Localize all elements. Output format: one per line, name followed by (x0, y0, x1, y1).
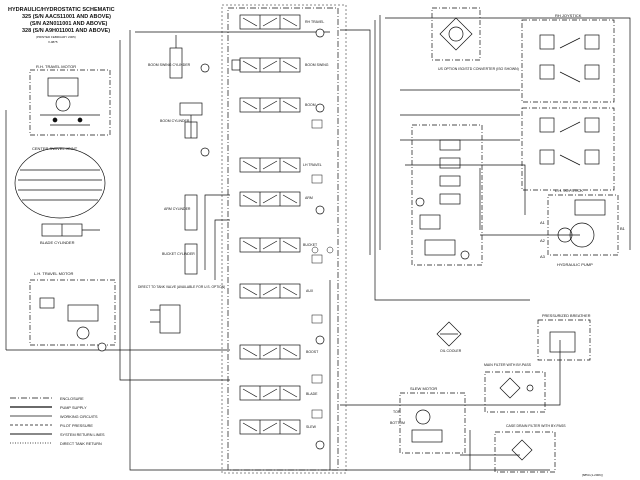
boom-swing-cylinder: BOOM SWING CYLINDER (148, 35, 210, 79)
legend-item: DIRECT TANK RETURN (60, 442, 102, 446)
legend-item: PILOT PRESSURE (60, 424, 93, 428)
direct-tank-label: DIRECT TO TANK VALVE (AVAILABLE FOR U.S.… (138, 285, 225, 289)
bucket-cylinder: BUCKET CYLINDER (162, 243, 198, 275)
valve-section-slew: SLEW (239, 419, 325, 450)
valve-section-boom-swing: BOOM SWING (231, 57, 329, 73)
title-line1: HYDRAULIC/HYDROSTATIC SCHEMATIC (8, 7, 115, 13)
legend-item: ENCLOSURE (60, 397, 84, 401)
valve-section-boom: BOOM (239, 97, 325, 113)
case-drain-filter: CASE DRAIN FILTER WITH BY-PASS (494, 424, 566, 473)
hydraulic-pump: HYDRAULIC PUMP A1 A2 A3 B1 (540, 194, 626, 267)
hydraulic-pump-label: HYDRAULIC PUMP (557, 262, 593, 267)
slew-motor: SLEW MOTOR TOP BOTTOM (390, 386, 466, 454)
rh-travel-motor: R.H. TRAVEL MOTOR (29, 64, 111, 136)
boom-swing-cylinder-label: BOOM SWING CYLINDER (148, 63, 191, 67)
oil-cooler-label: OIL COOLER (440, 349, 462, 353)
rh-joystick: RH JOYSTICK (521, 13, 615, 103)
valve-label-boost: BOOST (306, 350, 319, 354)
slew-bottom-label: BOTTOM (390, 421, 405, 425)
valve-label-boom: BOOM (305, 103, 316, 107)
pressurized-breather-label: PRESSURIZED BREATHER (542, 314, 591, 318)
blade-cylinder-label: BLADE CYLINDER (40, 240, 75, 245)
blade-cylinder: BLADE CYLINDER (40, 223, 100, 245)
iso-std-converter: US OPTION ISO/STD CONVERTER (ISO SHOWN) (431, 7, 519, 71)
pressurized-breather: PRESSURIZED BREATHER (537, 314, 591, 361)
lh-travel-motor-label: L.H. TRAVEL MOTOR (34, 271, 74, 276)
valve-label-aux: AUX (306, 289, 314, 293)
case-drain-label: CASE DRAIN FILTER WITH BY-PASS (506, 424, 566, 428)
valve-section-lh-travel: LH TRAVEL (239, 157, 322, 173)
port-b1: B1 (620, 226, 626, 231)
valve-label-arm: ARM (305, 196, 313, 200)
valve-enclosure (227, 7, 339, 471)
legend-item: WORKING CIRCUITS (60, 415, 98, 419)
title-line4: 328 (S/N A9H011001 AND ABOVE) (22, 28, 110, 34)
arm-cylinder: ARM CYLINDER (164, 194, 198, 231)
lh-travel-motor: L.H. TRAVEL MOTOR (29, 271, 116, 352)
arm-cylinder-label: ARM CYLINDER (164, 207, 191, 211)
valve-section-boost: BOOST (239, 335, 325, 360)
valve-label-rh-travel: RH TRAVEL (305, 20, 324, 24)
legend-item: SYSTEM RETURN LINES (60, 433, 105, 437)
legend: ENCLOSURE PUMP SUPPLY WORKING CIRCUITS P… (10, 397, 105, 446)
valve-section-rh-travel: RH TRAVEL (239, 14, 324, 38)
center-swivel-joint: CENTER SWIVEL JOINT (14, 146, 106, 219)
boom-cylinder: BOOM CYLINDER (160, 102, 210, 157)
bucket-cylinder-label: BUCKET CYLINDER (162, 252, 195, 256)
valve-section-arm: ARM (239, 191, 325, 215)
iso-std-label: US OPTION ISO/STD CONVERTER (ISO SHOWN) (438, 67, 519, 71)
slew-motor-label: SLEW MOTOR (410, 386, 437, 391)
direct-tank-valve: DIRECT TO TANK VALVE (AVAILABLE FOR U.S.… (138, 285, 225, 334)
title-line6: V-0875 (48, 40, 58, 44)
title-line2: 325 (S/N AAC511001 AND ABOVE) (22, 14, 111, 20)
title-line3: (S/N A2N011001 AND ABOVE) (30, 21, 107, 27)
port-a2: A2 (540, 238, 546, 243)
valve-section-bucket: BUCKET (239, 237, 318, 253)
main-filter-label: MAIN FILTER WITH BY-PASS (484, 363, 532, 367)
valve-label-blade: BLADE (306, 392, 318, 396)
lh-joystick-label: L.H. JOYSTICK (555, 188, 583, 193)
rh-travel-motor-label: R.H. TRAVEL MOTOR (36, 64, 76, 69)
valve-label-slew: SLEW (306, 425, 317, 429)
title-line5: (PRINTED FEBRUARY 2005) (36, 35, 76, 39)
legend-item: PUMP SUPPLY (60, 406, 87, 410)
oil-cooler: OIL COOLER (436, 321, 462, 353)
rh-joystick-label: RH JOYSTICK (555, 13, 582, 18)
valve-label-bucket: BUCKET (303, 243, 318, 247)
valve-label-lh-travel: LH TRAVEL (303, 163, 322, 167)
boom-cylinder-label: BOOM CYLINDER (160, 119, 190, 123)
valve-section-aux: AUX (239, 283, 314, 299)
drawing-number: [6853-(1-2006)] (582, 473, 603, 477)
port-a3: A3 (540, 254, 546, 259)
pilot-block (411, 124, 483, 266)
main-filter: MAIN FILTER WITH BY-PASS (484, 363, 546, 413)
valve-section-blade: BLADE (239, 385, 318, 401)
port-a1: A1 (540, 220, 546, 225)
center-swivel-label: CENTER SWIVEL JOINT (32, 146, 78, 151)
valve-label-boom-swing: BOOM SWING (305, 63, 329, 67)
slew-top-label: TOP (393, 410, 401, 414)
lh-joystick: L.H. JOYSTICK (521, 107, 615, 193)
